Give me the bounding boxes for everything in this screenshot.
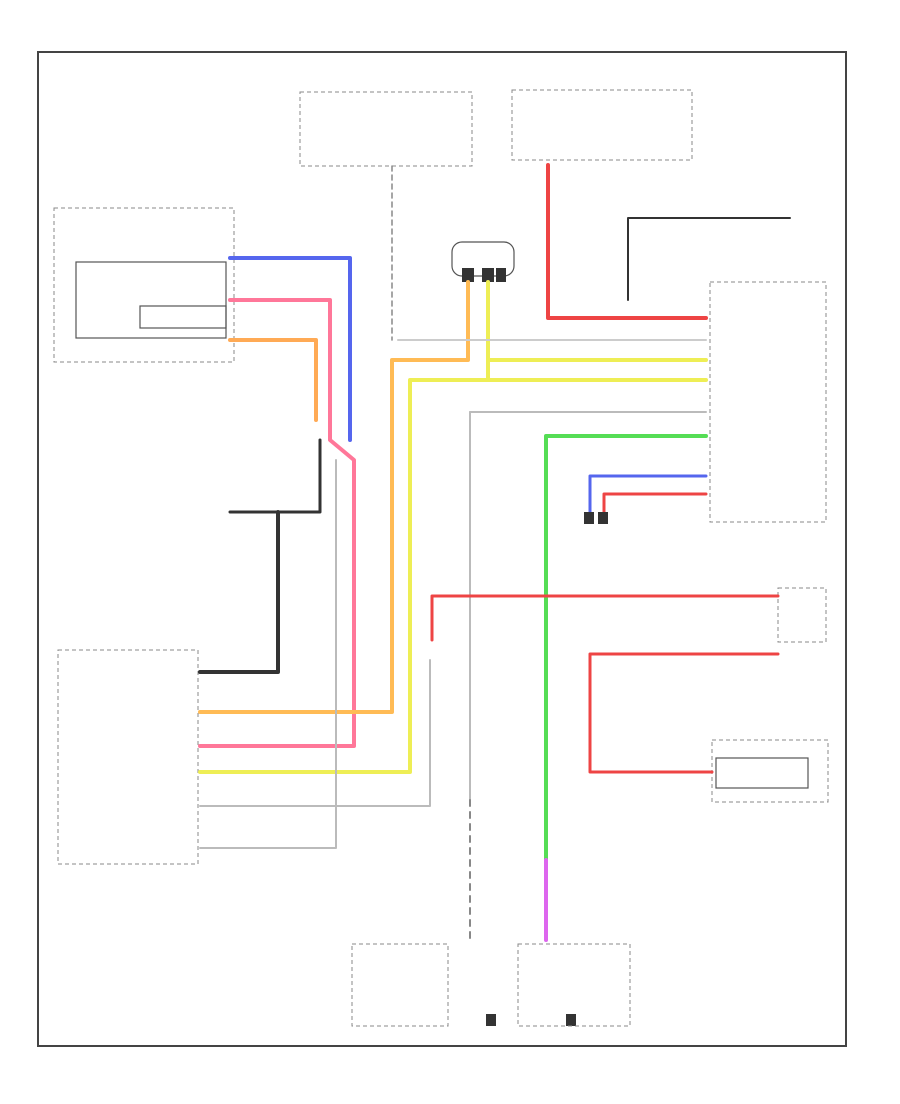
wire-black-module-ground bbox=[627, 217, 791, 301]
fuse-box-a-outline bbox=[299, 91, 473, 167]
wire-orange bbox=[228, 338, 318, 422]
ground-icon bbox=[584, 512, 594, 524]
fuse-box-a bbox=[299, 91, 473, 167]
ground-icon bbox=[486, 1014, 496, 1026]
left-switch-outline bbox=[351, 943, 449, 1027]
combination-switch-inner bbox=[75, 261, 227, 339]
wire-green bbox=[544, 434, 708, 862]
fuse-box-b bbox=[511, 89, 693, 161]
wire-blue-small bbox=[588, 474, 708, 514]
connector-pin bbox=[496, 268, 506, 282]
wire-gray-d bbox=[199, 659, 431, 807]
control-unit-outline bbox=[57, 649, 199, 865]
connector-pin bbox=[482, 268, 494, 282]
right-switch-outline bbox=[517, 943, 631, 1027]
right-component-outline bbox=[711, 739, 829, 803]
right-sensor-outline bbox=[777, 587, 827, 643]
control-unit bbox=[57, 649, 199, 865]
switch-element bbox=[139, 305, 227, 329]
wire-pink bbox=[198, 298, 356, 748]
wire-black-ground bbox=[228, 438, 322, 514]
ground-icon bbox=[566, 1014, 576, 1026]
combination-switch-outline bbox=[53, 207, 235, 363]
wire-yellow-a bbox=[198, 280, 470, 714]
main-module bbox=[709, 281, 827, 523]
wire-blue bbox=[228, 256, 352, 442]
wire-red-small bbox=[602, 492, 708, 514]
right-component bbox=[711, 739, 829, 803]
wire-red-loop bbox=[588, 652, 780, 774]
ground-symbols bbox=[486, 512, 608, 1026]
wire-gray-e bbox=[199, 459, 337, 849]
combination-switch bbox=[53, 207, 235, 363]
wire-black-cu bbox=[198, 510, 280, 674]
right-component-inner bbox=[715, 757, 809, 789]
diagram-frame bbox=[37, 51, 847, 1047]
wire-yellow-b bbox=[198, 280, 490, 774]
wires bbox=[198, 163, 791, 942]
wire-red-sensor bbox=[430, 594, 780, 642]
bottom-switches bbox=[351, 943, 631, 1027]
main-module-outline bbox=[709, 281, 827, 523]
fuse-box-b-outline bbox=[511, 89, 693, 161]
wire-gray-a bbox=[469, 411, 707, 421]
connector-pin bbox=[462, 268, 474, 282]
top-connector bbox=[451, 241, 515, 282]
ground-icon bbox=[598, 512, 608, 524]
right-sensor bbox=[777, 587, 827, 643]
wire-red-power bbox=[546, 163, 708, 320]
